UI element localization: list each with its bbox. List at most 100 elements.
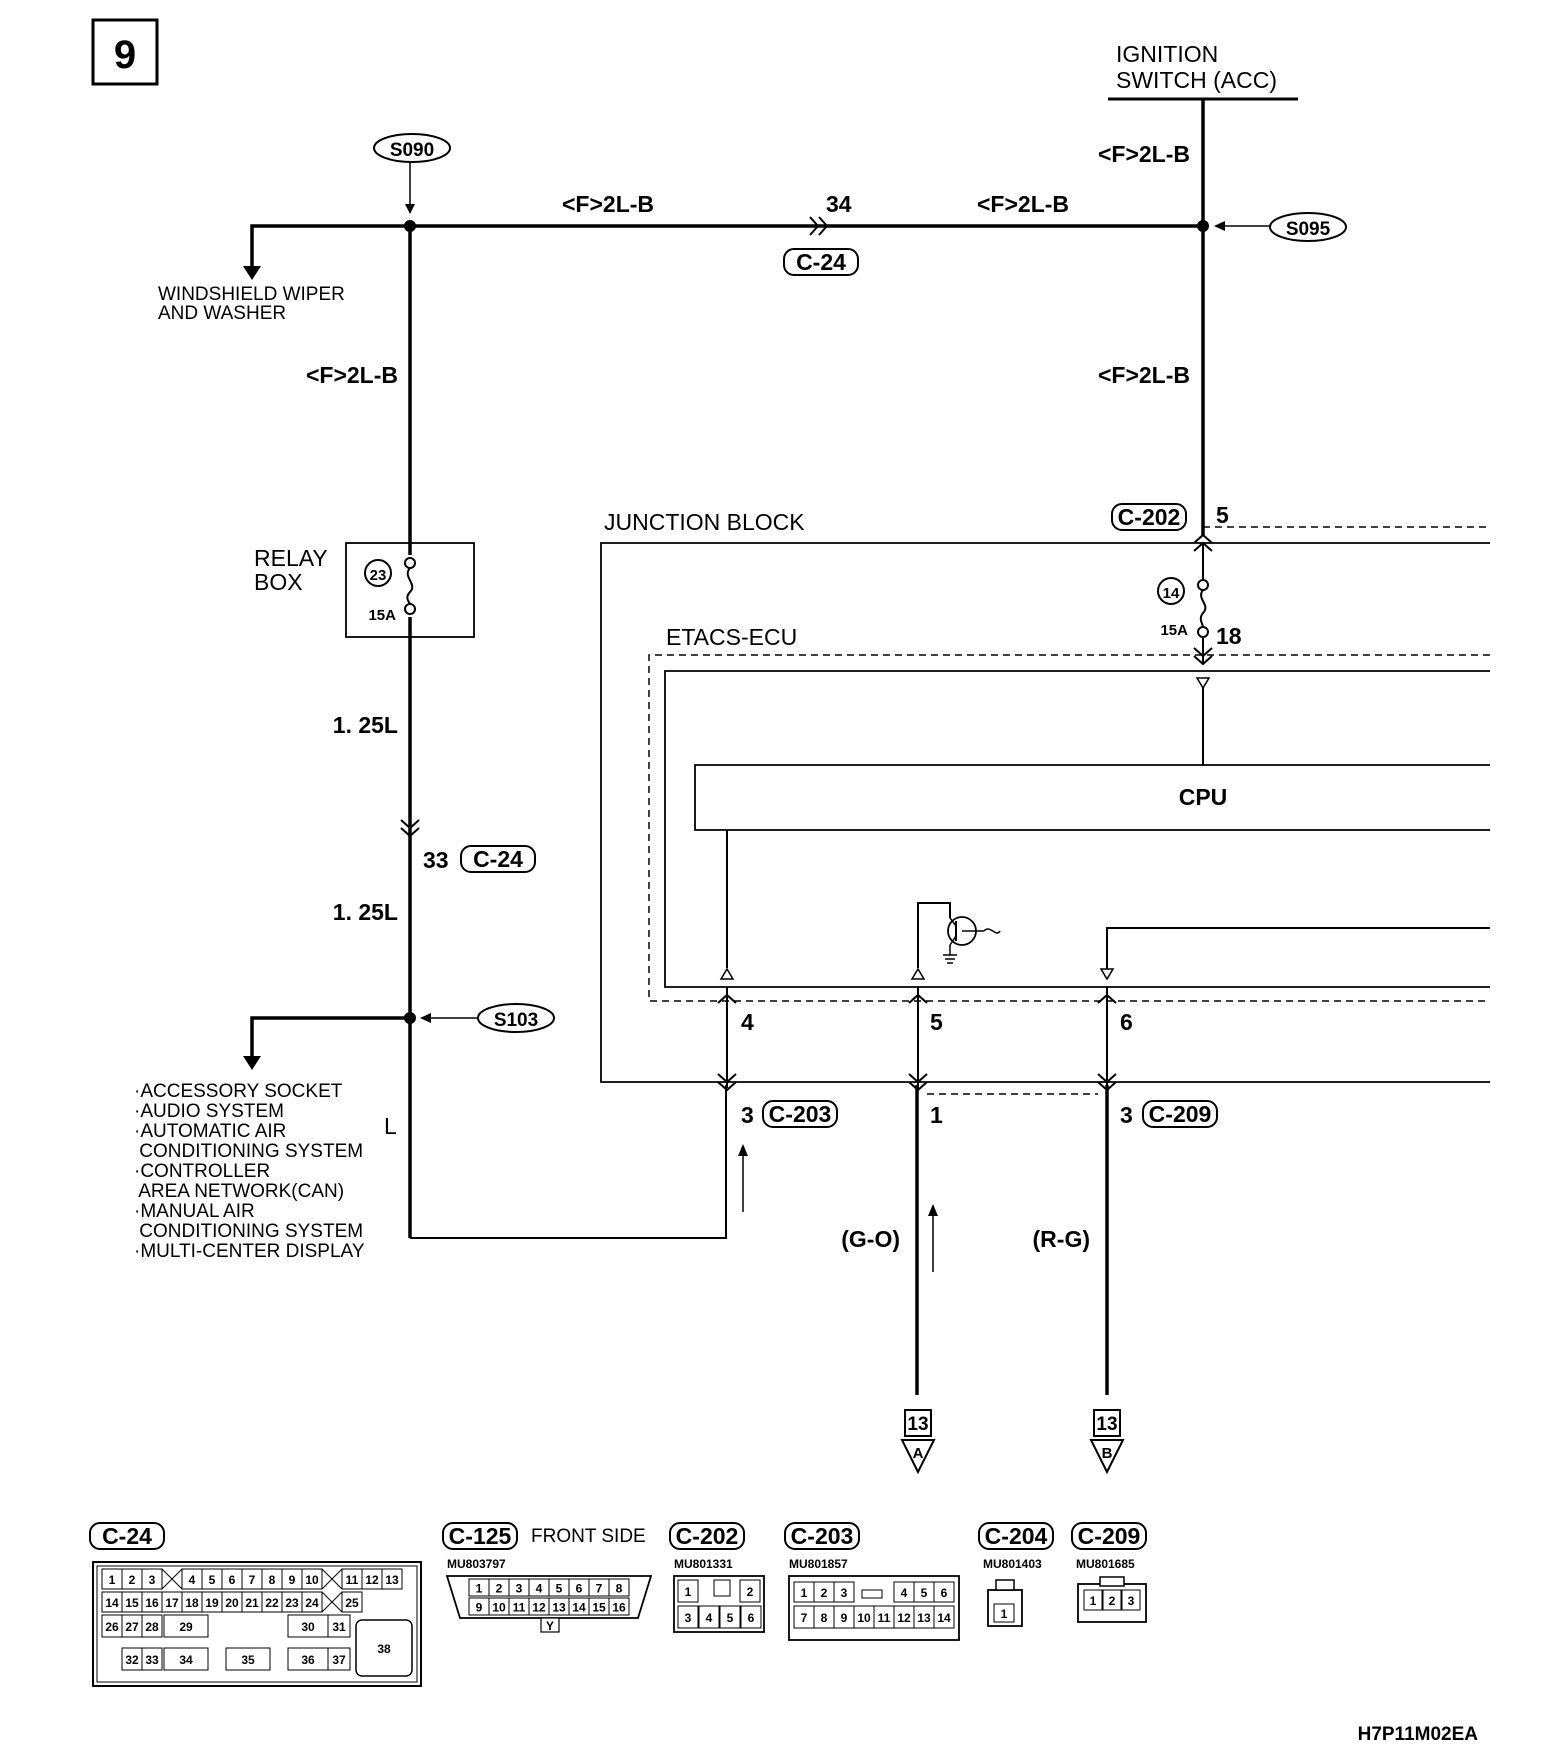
c24-pin: 9 [289,1573,296,1587]
c125-pin: 6 [576,1582,583,1596]
destination-item: ·CONTROLLER [134,1161,270,1182]
figure-code: H7P11M02EA [1358,1724,1479,1745]
wire-dest-branch [250,1016,410,1060]
c24-pin: 26 [105,1620,119,1634]
pin-ecu-5-label: 5 [930,1009,943,1035]
page-number-box: 9 [91,18,159,86]
wire-label-left-125a: 1. 25L [333,712,398,738]
page-number: 9 [114,33,136,77]
connector-c24-left-label: C-24 [473,846,523,872]
c125-key: Y [546,1619,554,1633]
wire-label-top-left: <F>2L-B [562,191,654,217]
pin-c202-5-label: 5 [1216,502,1229,528]
c24-pin: 2 [129,1573,136,1587]
c204-pin: 1 [1001,1607,1008,1621]
jb-fuse-rating: 15A [1160,622,1188,639]
c24-pin: 29 [179,1620,193,1634]
c24-pin: 28 [145,1620,159,1634]
splice-s103: S103 [420,1003,555,1033]
splice-s095-label: S095 [1286,219,1331,240]
pin-ecu-6-label: 6 [1120,1009,1133,1035]
c125-pin: 8 [616,1582,623,1596]
c125-pin: 4 [536,1582,543,1596]
c209-pin: 1 [1090,1594,1097,1608]
c203-pin: 9 [841,1611,848,1625]
c125-pin: 1 [476,1582,483,1596]
relay-box: RELAY BOX 23 15A [254,542,475,638]
c203-pin: 4 [901,1586,908,1600]
connector-view-c204-label: C-204 [985,1523,1048,1549]
destination-item: ·ACCESSORY SOCKET [134,1081,343,1102]
c202-pin: 5 [727,1611,734,1625]
c24-pin: 8 [269,1573,276,1587]
c24-pin: 36 [301,1653,315,1667]
c203-pin: 10 [857,1611,871,1625]
c24-pin: 11 [346,1573,359,1587]
destination-item: CONDITIONING SYSTEM [134,1221,363,1242]
etacs-ecu: ETACS-ECU CPU [648,624,1490,1002]
c24-pin: 21 [245,1596,259,1610]
c125-pin: 5 [556,1582,563,1596]
wire-label-left-down: <F>2L-B [306,362,398,388]
page-ref-b: 13 B [1089,1409,1125,1475]
c24-pin: 17 [165,1596,179,1610]
c125-pin: 10 [492,1601,506,1615]
connector-view-c204: C-204 MU801403 1 [978,1522,1054,1627]
pin-c203-3-label: 3 [741,1102,754,1128]
c24-pin: 24 [305,1596,319,1610]
c125-pin: 7 [596,1582,603,1596]
c24-pin: 7 [249,1573,256,1587]
connector-c202-label: C-202 [1118,504,1181,530]
relay-fuse-number: 23 [370,567,387,584]
page-ref-b-page: 13 [1096,1414,1117,1435]
c24-pin: 5 [209,1573,216,1587]
c203-pin: 2 [821,1586,828,1600]
wire-bottom-l [410,1085,727,1239]
destination-item: AREA NETWORK(CAN) [134,1181,344,1202]
c24-pin: 23 [285,1596,299,1610]
connector-view-c204-part: MU801403 [983,1557,1042,1571]
c125-pin: 13 [552,1601,566,1615]
wire-wiper-branch [250,224,410,270]
c24-pin: 10 [305,1573,319,1587]
connector-view-c202-label: C-202 [676,1523,739,1549]
junction-dot-s095 [1197,220,1209,232]
c209-pin: 2 [1109,1594,1116,1608]
c203-pin: 12 [897,1611,911,1625]
ignition-switch-label-1: IGNITION [1116,41,1218,67]
wire-label-l: L [384,1113,397,1139]
c24-pin: 18 [185,1596,199,1610]
c202-pin: 3 [685,1611,692,1625]
c125-pin: 16 [612,1601,626,1615]
c203-pin: 14 [937,1611,951,1625]
c125-pin: 12 [532,1601,546,1615]
c24-pin: 32 [125,1653,139,1667]
wire-label-r-g: (R-G) [1033,1226,1090,1252]
windshield-label-1: WINDSHIELD WIPER [158,284,345,305]
c24-pin: 34 [179,1653,193,1667]
page-ref-a: 13 A [900,1409,936,1475]
c24-pin: 3 [149,1573,156,1587]
c24-pin: 16 [145,1596,159,1610]
c203-pin: 11 [878,1611,891,1625]
connector-view-c125-side: FRONT SIDE [531,1526,646,1547]
page-ref-a-page: 13 [907,1414,928,1435]
pin-ecu-4-label: 4 [741,1009,754,1035]
page-ref-b-letter: B [1102,1445,1113,1462]
connector-c209-label: C-209 [1149,1101,1212,1127]
etacs-ecu-title: ETACS-ECU [666,624,797,650]
ignition-switch-label-2: SWITCH (ACC) [1116,67,1277,93]
c202-pin: 2 [747,1585,754,1599]
c24-pin: 37 [332,1653,346,1667]
c203-pin: 7 [801,1611,808,1625]
pin-fuse14-18-label: 18 [1216,623,1242,649]
destination-item: ·MANUAL AIR [134,1201,255,1222]
connector-c203-label: C-203 [769,1101,832,1127]
c125-pin: 9 [476,1601,483,1615]
junction-dot-s090 [404,220,416,232]
c202-pin: 4 [706,1611,713,1625]
junction-block: JUNCTION BLOCK C-202 5 14 15A 18 [600,502,1490,1083]
destination-list: ·ACCESSORY SOCKET ·AUDIO SYSTEM ·AUTOMAT… [134,1081,365,1262]
